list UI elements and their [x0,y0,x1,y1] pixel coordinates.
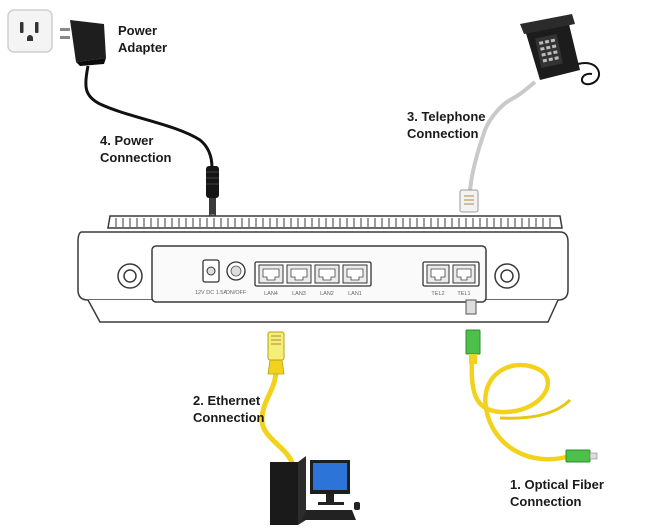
label-power-adapter-line1: Power [118,23,158,38]
tel1-port-icon [452,264,476,284]
lan-ports [254,261,372,287]
wall-outlet-icon [7,9,53,53]
router-vents [115,218,551,227]
label-telephone-connection: 3. Telephone Connection [407,108,486,142]
telephone-icon [468,14,601,191]
label-telephone-connection-line2: Connection [407,126,479,141]
label-ethernet-connection-line1: 2. Ethernet [193,393,261,408]
label-telephone-connection-line1: 3. Telephone [407,109,486,124]
label-power-connection: 4. Power Connection [100,132,172,166]
power-port-label: 12V DC 1.5A [195,290,227,296]
fiber-connector-end-icon [565,449,598,463]
rj45-plug-icon [267,331,285,361]
label-power-connection-line1: 4. Power [100,133,154,148]
optical-fiber-cable [469,359,573,462]
label-optical-fiber-connection-line2: Connection [510,494,582,509]
tel2-label: TEL2 [431,291,444,297]
lan4-label: LAN4 [264,291,278,297]
rj11-plug-icon [459,189,479,213]
lan4-port-icon [258,264,284,284]
power-switch-label: ON/OFF [226,290,247,296]
lan2-label: LAN2 [320,291,334,297]
label-power-adapter: Power Adapter [118,22,167,56]
lan1-port-icon [342,264,368,284]
power-plug-icon [206,166,219,220]
power-jack-icon [202,259,220,283]
power-switch-icon [226,261,246,281]
lan3-label: LAN3 [292,291,306,297]
desktop-computer-icon [270,456,360,525]
lan2-port-icon [314,264,340,284]
ethernet-cable [259,359,297,473]
power-adapter-icon [60,20,214,169]
tel1-label: TEL1 [457,291,470,297]
label-optical-fiber-connection: 1. Optical Fiber Connection [510,476,604,510]
label-power-connection-line2: Connection [100,150,172,165]
label-ethernet-connection: 2. Ethernet Connection [193,392,265,426]
label-power-adapter-line2: Adapter [118,40,168,55]
fiber-port-icon [465,299,477,315]
label-ethernet-connection-line2: Connection [193,410,265,425]
tel-ports [422,261,480,287]
lan3-port-icon [286,264,312,284]
fiber-connector-top-icon [465,329,481,364]
label-optical-fiber-connection-line1: 1. Optical Fiber [510,477,604,492]
tel2-port-icon [426,264,450,284]
lan1-label: LAN1 [348,291,362,297]
